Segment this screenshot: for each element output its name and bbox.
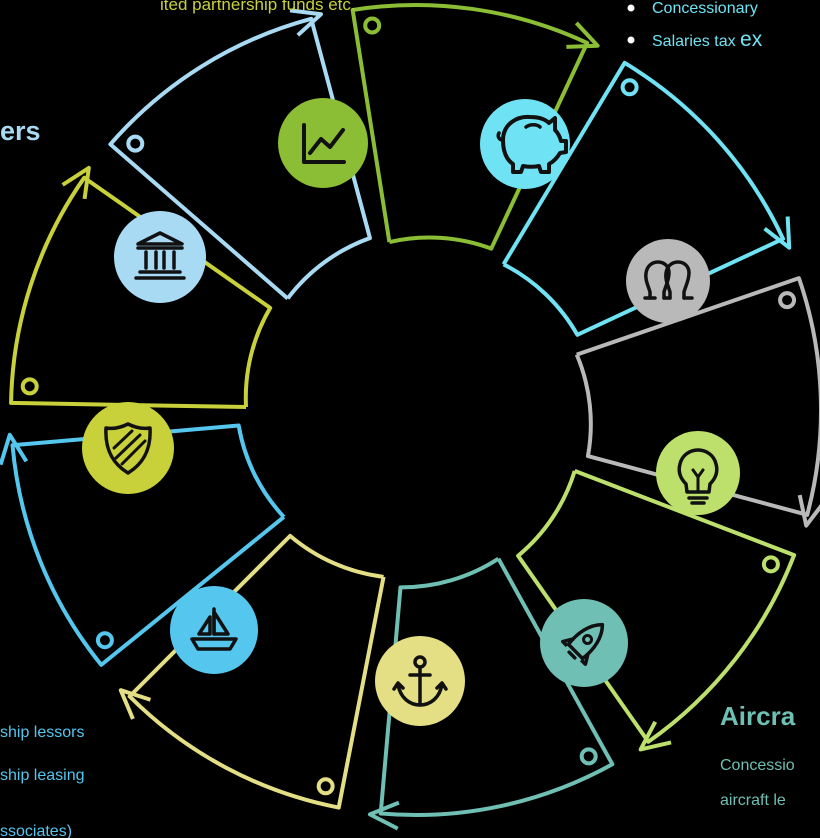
people-icon [626, 239, 710, 323]
segment-start-dot [579, 747, 598, 766]
segment-maritime [118, 533, 386, 810]
shipping-line-3: ssociates) [0, 823, 72, 838]
savings-bullet-2: Salaries tax ex [652, 28, 763, 51]
lightbulb-icon [656, 431, 740, 515]
segment-outline [501, 60, 786, 337]
piggy-bank-icon [480, 99, 570, 189]
segment-start-dot [126, 134, 145, 153]
segment-start-dot [761, 555, 780, 574]
segment-arrowhead [566, 21, 600, 49]
segment-arrowhead [763, 216, 792, 250]
segment-outline [10, 423, 286, 667]
aircraft-caption: Aircra Concessio aircraft le [720, 701, 796, 809]
shipping-line-1: ship lessors [0, 724, 84, 741]
segment-outline [378, 557, 615, 817]
aircraft-line-1: Concessio [720, 757, 795, 774]
segment-investment [350, 3, 600, 251]
shipping-caption: ship lessors ship leasing ssociates) [0, 724, 85, 838]
anchor-icon [375, 636, 465, 726]
segment-outline [574, 276, 820, 517]
line-chart-icon [278, 98, 368, 188]
segment-start-dot [778, 291, 797, 310]
segment-aircraft [367, 557, 615, 831]
segment-outline [516, 469, 797, 744]
investment-caption-fragment: ited partnership funds etc. [160, 0, 356, 14]
segment-arrowhead [0, 432, 29, 466]
segment-savings [501, 60, 792, 337]
shipping-line-2: ship leasing [0, 767, 85, 784]
segment-arrowhead [118, 688, 152, 720]
segment-outline [127, 533, 386, 810]
segment-outline [108, 16, 372, 300]
segment-start-dot [20, 377, 39, 396]
segment-shipping [0, 423, 286, 667]
aircraft-heading: Aircra [720, 701, 796, 731]
segment-arrowhead [797, 494, 820, 528]
bullet-icon [627, 36, 635, 44]
sailboat-icon [170, 586, 258, 674]
wheel-hub [256, 250, 576, 570]
segment-start-dot [316, 777, 335, 796]
savings-caption: Concessionary Salaries tax ex [627, 0, 763, 51]
segment-start-dot [620, 78, 639, 97]
segment-start-dot [363, 16, 382, 35]
segment-arrowhead [638, 720, 672, 752]
segment-treasury [108, 8, 372, 300]
savings-bullet-1: Concessionary [652, 0, 758, 17]
segment-arrowhead [61, 165, 91, 200]
bullet-icon [627, 4, 635, 12]
segment-arrowhead [289, 8, 323, 37]
segment-arrowhead [367, 800, 400, 831]
bank-icon [114, 211, 206, 303]
segment-outline [350, 3, 590, 251]
aircraft-line-2: aircraft le [720, 792, 786, 809]
segment-innovation [516, 469, 797, 752]
treasury-heading-fragment: ers [0, 116, 41, 146]
segment-people [574, 276, 820, 528]
segment-start-dot [95, 631, 114, 650]
rocket-icon [540, 599, 628, 687]
shield-icon [82, 402, 174, 494]
